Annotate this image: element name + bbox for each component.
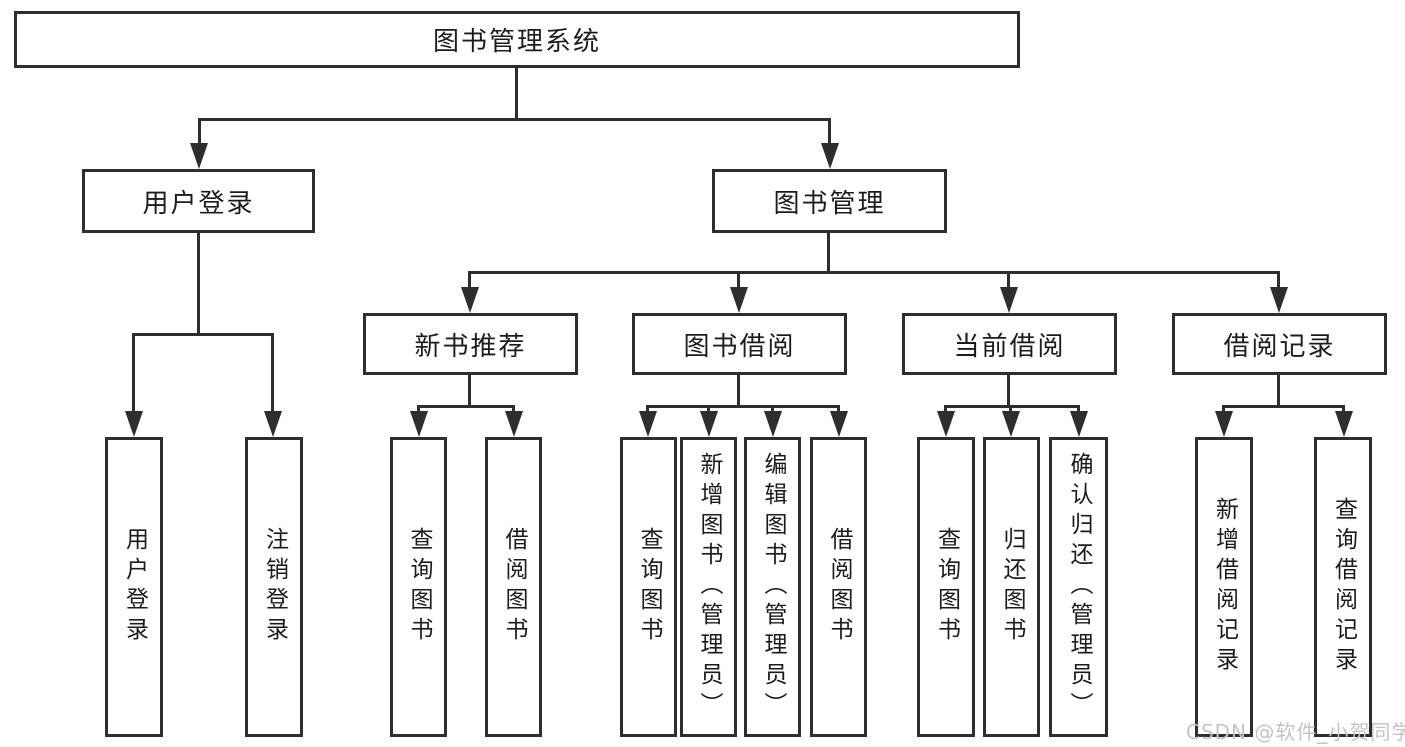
connector-stem (737, 375, 740, 408)
node-label: 新增借阅记录 (1211, 497, 1238, 677)
connector-stem (1007, 271, 1010, 288)
arrow-down-icon (830, 411, 848, 437)
connector-stem (198, 118, 201, 145)
connector-level2-bar (198, 118, 831, 121)
node-book-management: 图书管理 (712, 169, 947, 233)
connector-stem (827, 233, 830, 274)
leaf-query-books-recommend: 查询图书 (390, 437, 447, 737)
leaf-query-borrow-record: 查询借阅记录 (1314, 437, 1372, 737)
connector-level3-bar (468, 271, 1280, 274)
node-new-book-recommend: 新书推荐 (363, 313, 578, 375)
node-label: 用户登录 (121, 527, 148, 647)
leaf-return-books: 归还图书 (983, 437, 1040, 737)
arrow-down-icon (821, 143, 839, 169)
arrow-down-icon (505, 411, 523, 437)
connector-stem (468, 271, 471, 288)
leaf-add-books-admin: 新增图书（管理员） (680, 437, 737, 737)
connector-stem (1007, 375, 1010, 408)
node-book-borrowing: 图书借阅 (632, 313, 847, 375)
connector-stem (944, 405, 947, 413)
connector-stem (132, 333, 135, 412)
leaf-add-borrow-record: 新增借阅记录 (1195, 437, 1253, 737)
arrow-down-icon (1215, 411, 1233, 437)
leaf-borrow-books: 借阅图书 (810, 437, 867, 737)
connector-stem (837, 405, 840, 413)
node-label: 编辑图书（管理员） (760, 452, 786, 722)
leaf-edit-books-admin: 编辑图书（管理员） (744, 437, 801, 737)
node-borrowing-records: 借阅记录 (1172, 313, 1387, 375)
arrow-down-icon (700, 411, 718, 437)
connector-stem (1277, 375, 1280, 408)
node-label: 图书借阅 (683, 331, 796, 362)
connector-stem (1222, 405, 1225, 413)
connector-stem (1077, 405, 1080, 413)
node-label: 查询借阅记录 (1330, 497, 1357, 677)
connector-stem (271, 333, 274, 412)
connector-bar (417, 405, 515, 408)
node-label: 新书推荐 (414, 331, 527, 362)
connector-bar (646, 405, 839, 408)
connector-stem (737, 271, 740, 288)
node-label: 注销登录 (261, 527, 288, 647)
arrow-down-icon (1335, 411, 1353, 437)
node-label: 借阅图书 (501, 527, 527, 647)
connector-bar (944, 405, 1080, 408)
node-user-login: 用户登录 (82, 169, 315, 233)
node-label: 用户登录 (142, 188, 255, 219)
node-label: 图书管理 (773, 188, 886, 219)
arrow-down-icon (730, 287, 748, 313)
arrow-down-icon (461, 287, 479, 313)
node-label: 新增图书（管理员） (696, 452, 722, 722)
leaf-logout: 注销登录 (245, 437, 303, 737)
connector-stem (1342, 405, 1345, 413)
leaf-query-books-borrow: 查询图书 (620, 437, 677, 737)
leaf-borrow-books-recommend: 借阅图书 (485, 437, 542, 737)
connector-stem (468, 375, 471, 408)
csdn-watermark: CSDN @软件_小贺同学 (1186, 720, 1405, 744)
connector-stem (771, 405, 774, 413)
connector-stem (707, 405, 710, 413)
node-label: 当前借阅 (953, 331, 1066, 362)
connector-stem (197, 233, 200, 336)
connector-stem (646, 405, 649, 413)
node-label: 图书管理系统 (432, 27, 601, 57)
node-label: 归还图书 (999, 527, 1025, 647)
arrow-down-icon (1070, 411, 1088, 437)
node-label: 查询图书 (406, 527, 432, 647)
node-label: 查询图书 (933, 527, 960, 647)
arrow-down-icon (639, 411, 657, 437)
node-label: 查询图书 (636, 527, 662, 647)
node-current-borrowing: 当前借阅 (902, 313, 1117, 375)
arrow-down-icon (937, 411, 955, 437)
arrow-down-icon (1000, 287, 1018, 313)
leaf-user-login: 用户登录 (105, 437, 163, 737)
connector-bar (1222, 405, 1345, 408)
node-library-management-system: 图书管理系统 (14, 11, 1020, 68)
node-label: 借阅记录 (1223, 331, 1336, 362)
connector-stem (512, 405, 515, 413)
connector-stem (417, 405, 420, 413)
arrow-down-icon (1270, 287, 1288, 313)
node-label: 借阅图书 (826, 527, 852, 647)
arrow-down-icon (1002, 411, 1020, 437)
connector-stem (828, 118, 831, 145)
node-label: 确认归还（管理员） (1066, 452, 1092, 722)
arrow-down-icon (410, 411, 428, 437)
leaf-confirm-return-admin: 确认归还（管理员） (1049, 437, 1108, 737)
connector-bar (132, 333, 274, 336)
connector-stem (1009, 405, 1012, 413)
arrow-down-icon (264, 411, 282, 437)
connector-stem (1277, 271, 1280, 288)
connector-root-stem (515, 68, 518, 120)
arrow-down-icon (764, 411, 782, 437)
arrow-down-icon (190, 143, 208, 169)
leaf-query-books-current: 查询图书 (917, 437, 975, 737)
arrow-down-icon (125, 411, 143, 437)
